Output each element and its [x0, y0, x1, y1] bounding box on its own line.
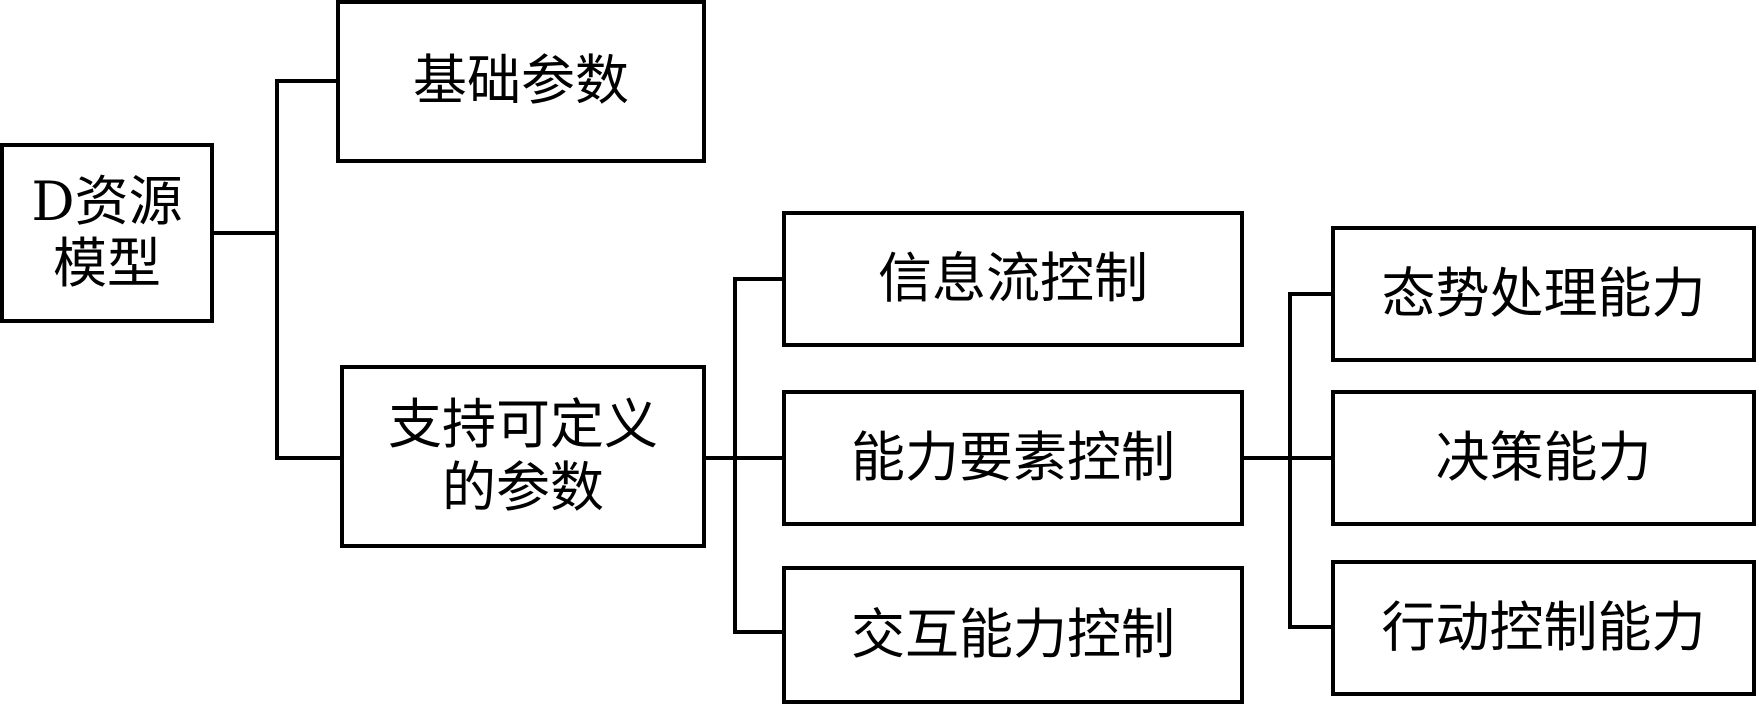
- node-interaction-control: 交互能力控制: [782, 566, 1244, 704]
- node-definable-params-label: 支持可定义 的参数: [388, 393, 658, 519]
- node-capability-element-control: 能力要素控制: [782, 390, 1244, 526]
- node-d-resource-model: D资源 模型: [0, 143, 214, 323]
- node-basic-params: 基础参数: [336, 0, 706, 163]
- node-action-control: 行动控制能力: [1331, 560, 1756, 696]
- node-situation-processing: 态势处理能力: [1331, 226, 1756, 362]
- node-basic-params-label: 基础参数: [413, 49, 629, 113]
- node-definable-params: 支持可定义 的参数: [340, 365, 706, 548]
- node-decision-capability-label: 决策能力: [1435, 425, 1652, 489]
- node-d-resource-model-label: D资源 模型: [31, 169, 183, 295]
- node-info-flow-control-label: 信息流控制: [878, 246, 1148, 310]
- node-interaction-control-label: 交互能力控制: [851, 602, 1175, 666]
- node-info-flow-control: 信息流控制: [782, 211, 1244, 347]
- node-capability-element-control-label: 能力要素控制: [851, 425, 1175, 489]
- node-decision-capability: 决策能力: [1331, 390, 1756, 526]
- node-action-control-label: 行动控制能力: [1381, 595, 1706, 659]
- node-situation-processing-label: 态势处理能力: [1381, 261, 1706, 325]
